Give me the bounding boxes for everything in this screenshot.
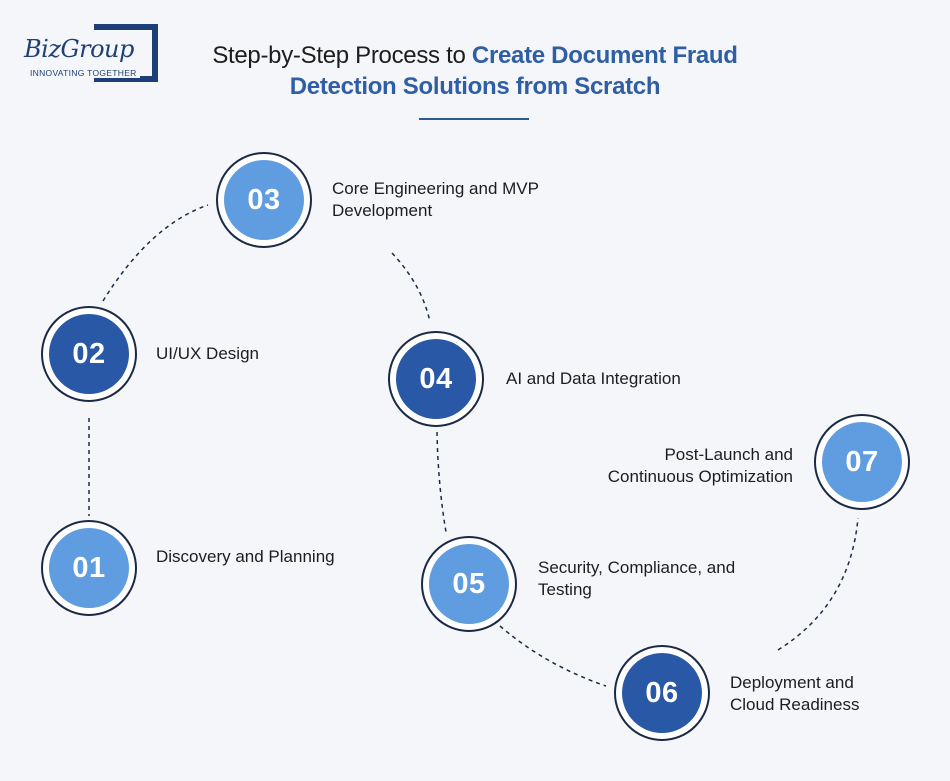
title-highlight-line2: Detection Solutions from Scratch [289,73,661,100]
logo-tagline: INNOVATING TOGETHER [30,68,140,78]
step-07-circle: 07 [814,414,910,510]
bizgroup-logo: BizGroup INNOVATING TOGETHER [24,24,158,82]
logo-frame [94,24,158,82]
step-01-label: Discovery and Planning [156,547,335,566]
step-01-number: 01 [49,528,129,608]
step-01-circle: 01 [41,520,137,616]
title-prefix: Step-by-Step Process to [212,42,472,69]
step-02-label: UI/UX Design [156,344,259,363]
step-05-number: 05 [429,544,509,624]
step-04-circle: 04 [388,331,484,427]
step-07-number: 07 [822,422,902,502]
logo-wordmark: BizGroup [24,35,136,63]
title-underline [419,118,529,120]
step-03-number: 03 [224,160,304,240]
step-02-circle: 02 [41,306,137,402]
step-04-number: 04 [396,339,476,419]
connector-05-06 [499,625,607,687]
step-06-number: 06 [622,653,702,733]
title-highlight-line1: Create Document Fraud [471,42,738,69]
step-04-label: AI and Data Integration [506,369,681,388]
connector-06-07 [777,517,859,651]
connector-02-03 [102,204,209,302]
connector-04-05 [436,431,447,533]
step-03-circle: 03 [216,152,312,248]
page-title: Step-by-Step Process to Create Document … [170,40,780,102]
step-02-number: 02 [49,314,129,394]
step-05-circle: 05 [421,536,517,632]
connector-03-04 [391,252,431,323]
step-06-circle: 06 [614,645,710,741]
